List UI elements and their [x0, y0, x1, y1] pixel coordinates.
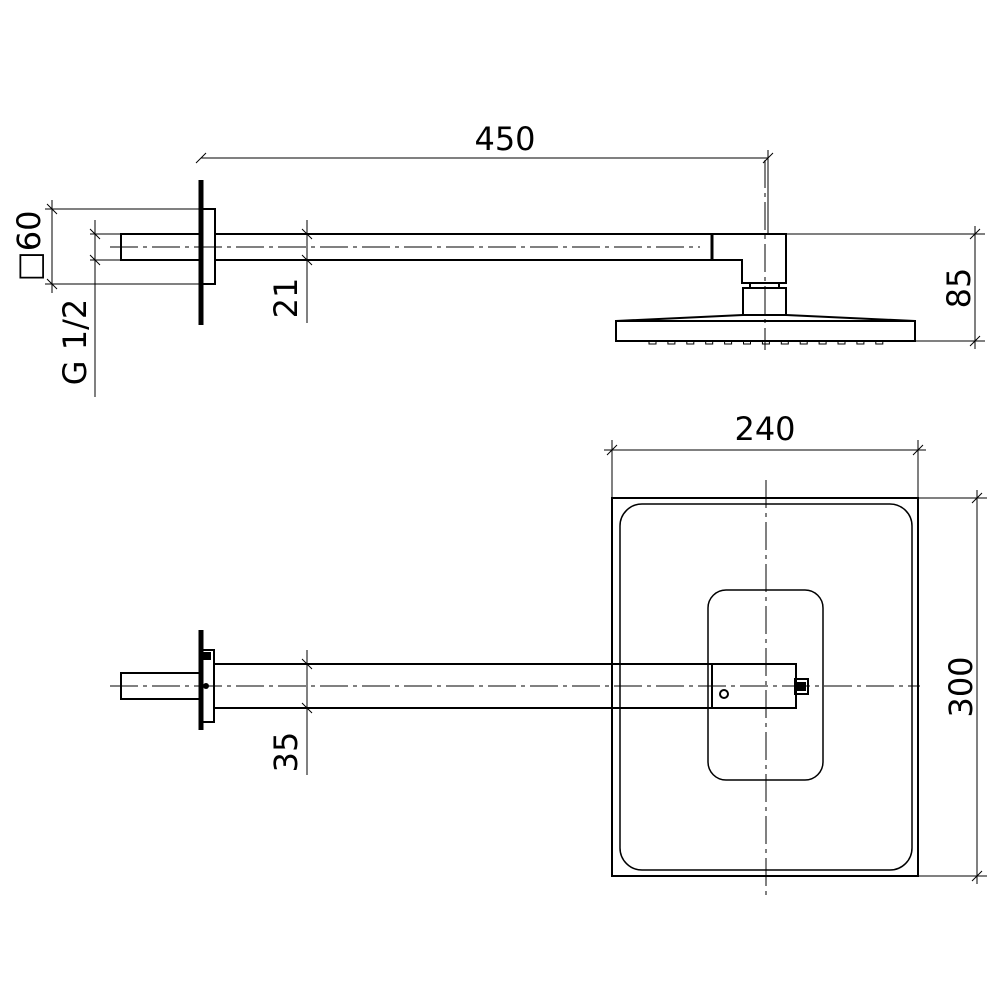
nozzle: [686, 340, 695, 345]
dim-21: 21: [267, 278, 305, 319]
side-view: 450 85 □60 G 1/2 21: [10, 120, 985, 397]
dim-60: □60: [10, 211, 48, 282]
nozzle: [818, 340, 827, 345]
nozzle: [856, 340, 865, 345]
head-top: [615, 314, 916, 322]
dim-240: 240: [734, 410, 795, 448]
nozzles: [648, 340, 884, 345]
nozzle: [837, 340, 846, 345]
nozzle: [705, 340, 714, 345]
nozzle: [780, 340, 789, 345]
nozzle: [724, 340, 733, 345]
nozzle: [761, 340, 770, 345]
dim-300: 300: [942, 656, 980, 717]
shower-head-top: [611, 497, 919, 877]
flange-screw: [203, 652, 211, 660]
elbow: [712, 233, 787, 284]
dim-450: 450: [474, 120, 535, 158]
set-screw: [719, 689, 729, 699]
nozzle: [875, 340, 884, 345]
nozzle: [648, 340, 657, 345]
dim-g-1-2: G 1/2: [56, 299, 94, 385]
dim-35: 35: [267, 732, 305, 773]
nozzle: [667, 340, 676, 345]
nozzle: [743, 340, 751, 345]
nozzle: [799, 340, 808, 345]
dim-85: 85: [940, 268, 978, 309]
top-view: 240 300 35: [110, 410, 987, 895]
